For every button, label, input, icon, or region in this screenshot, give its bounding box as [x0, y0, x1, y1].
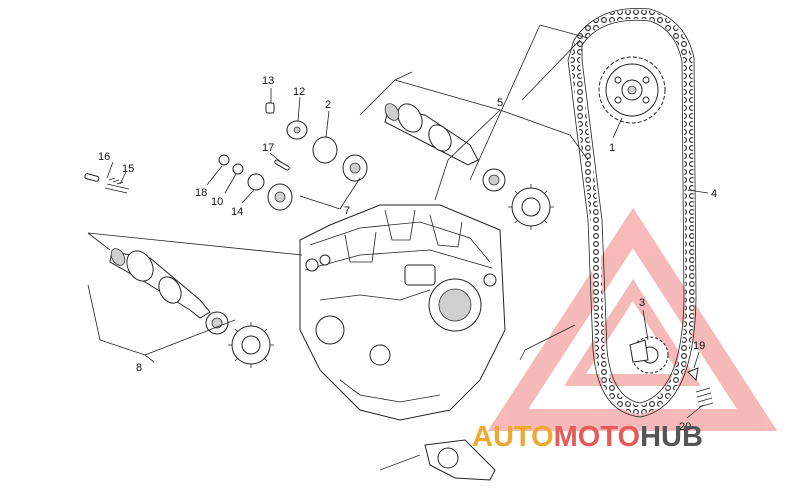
watermark-logo: AUTOMOTOHUB [472, 421, 703, 453]
callout-16: 16 [98, 151, 110, 163]
lower-shaft [379, 439, 496, 481]
callout-14: 14 [231, 206, 243, 218]
callout-5: 5 [497, 97, 503, 109]
callout-17: 17 [262, 142, 274, 154]
callout-4: 4 [711, 188, 717, 200]
callout-13: 13 [262, 75, 274, 87]
watermark-moto: MOTO [554, 421, 640, 453]
callout-19: 19 [693, 340, 705, 352]
watermark-hub: HUB [640, 421, 703, 453]
callout-15: 15 [122, 163, 134, 175]
leader-lines [87, 24, 709, 419]
small-parts [84, 102, 368, 211]
watermark-triangle [487, 207, 778, 431]
callout-18: 18 [195, 187, 207, 199]
callout-2: 2 [325, 99, 331, 111]
cylinder-head [299, 204, 506, 421]
sprocket-small [629, 336, 669, 374]
left-camshaft [109, 248, 274, 368]
callout-7: 7 [344, 205, 350, 217]
callout-20: 20 [679, 421, 691, 433]
sprocket-large [598, 56, 666, 124]
svg-text:AUTOMOTOHUB: AUTOMOTOHUB [472, 421, 703, 453]
callout-labels: 1 2 3 4 5 7 8 10 12 13 14 15 16 17 18 19… [98, 75, 717, 433]
timing-chain [567, 8, 697, 418]
callout-10: 10 [211, 196, 223, 208]
watermark-auto: AUTO [472, 421, 554, 453]
tensioner-parts [687, 367, 714, 408]
right-camshaft [384, 103, 554, 230]
callout-1: 1 [609, 142, 615, 154]
callout-8: 8 [136, 362, 142, 374]
callout-12: 12 [293, 86, 305, 98]
callout-3: 3 [639, 297, 645, 309]
